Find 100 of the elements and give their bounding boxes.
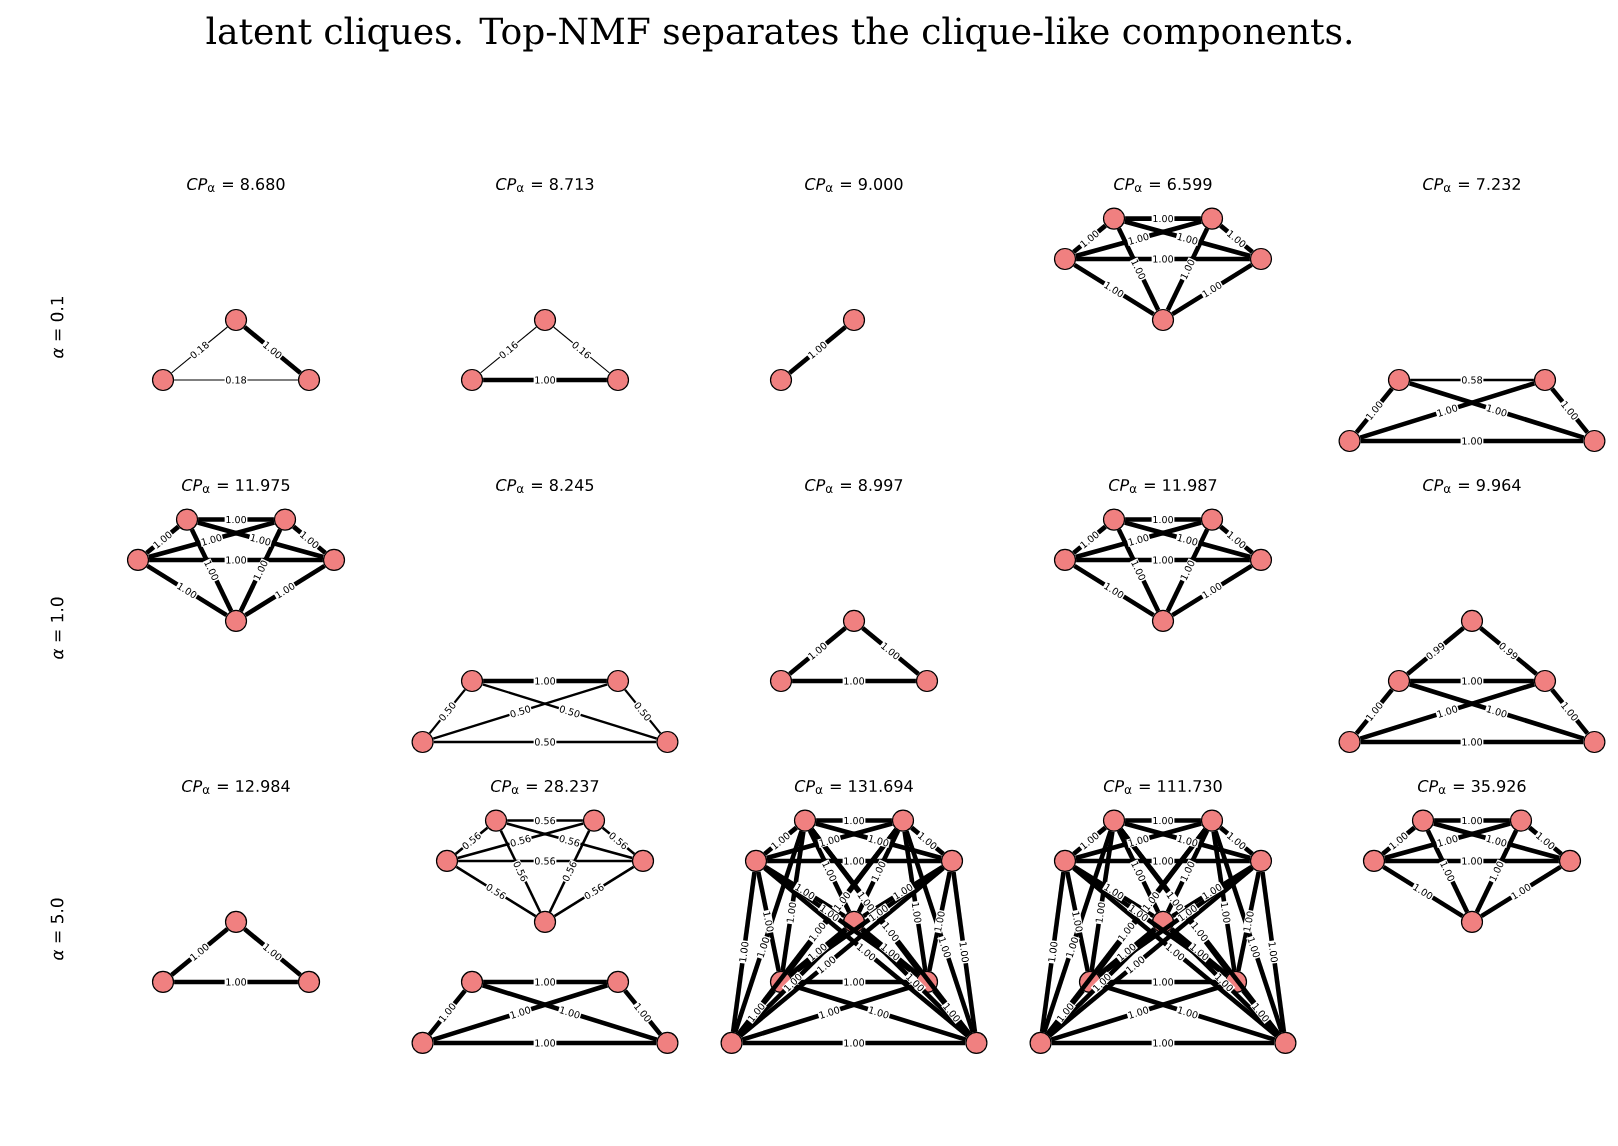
graph-node bbox=[1460, 609, 1484, 633]
graph-node bbox=[1249, 548, 1273, 572]
graph-edge bbox=[427, 989, 467, 1036]
graph-node bbox=[582, 809, 606, 832]
graph-node bbox=[1200, 809, 1224, 832]
panel-title: CP$_{α}$ = 111.730 bbox=[1103, 779, 1222, 794]
graph-node bbox=[297, 970, 321, 994]
graph-node bbox=[940, 849, 964, 873]
graph-edge bbox=[788, 626, 847, 676]
graph-edge bbox=[483, 979, 607, 985]
graph-edge bbox=[1354, 688, 1394, 735]
graph-edge bbox=[1125, 818, 1201, 823]
graph-node bbox=[175, 508, 199, 531]
graph-edge bbox=[455, 865, 537, 918]
graph-edge bbox=[788, 927, 847, 977]
graph-edge bbox=[1550, 387, 1590, 434]
graph-node bbox=[891, 809, 915, 832]
graph-edge bbox=[173, 379, 299, 381]
graph-node bbox=[1200, 508, 1224, 531]
graph-edge bbox=[623, 989, 663, 1036]
graph-edge bbox=[624, 688, 662, 735]
graph-node bbox=[224, 609, 248, 633]
graph-edge bbox=[198, 517, 274, 522]
graph-edge bbox=[816, 818, 892, 823]
graph-edge bbox=[243, 325, 302, 375]
graph-node bbox=[1029, 1031, 1052, 1055]
graph-node bbox=[1387, 368, 1411, 392]
graph-edge bbox=[1165, 528, 1210, 612]
graph-edge bbox=[1089, 831, 1115, 972]
graph-node bbox=[460, 669, 484, 693]
graph-node bbox=[769, 669, 793, 693]
graph-node bbox=[1558, 849, 1582, 873]
graph-edge bbox=[861, 626, 920, 676]
graph-edge bbox=[1171, 563, 1253, 618]
graph-edge bbox=[792, 979, 916, 985]
panel-title: CP$_{α}$ = 9.000 bbox=[805, 177, 903, 192]
graph-edge bbox=[1116, 528, 1161, 612]
graph-edge bbox=[1124, 821, 1251, 861]
graph-edge bbox=[1099, 983, 1276, 1042]
graph-edge bbox=[741, 983, 918, 1042]
graph-edge bbox=[932, 989, 972, 1036]
graph-edge bbox=[499, 830, 542, 913]
graph-edge bbox=[1410, 678, 1534, 684]
graph-edge bbox=[149, 557, 323, 563]
graph-node bbox=[533, 910, 557, 934]
graph-edge bbox=[1073, 563, 1155, 618]
graph-edge bbox=[1474, 829, 1519, 913]
graph-node bbox=[460, 970, 484, 994]
graph-node bbox=[1151, 308, 1175, 332]
graph-edge bbox=[197, 520, 324, 560]
graph-edge bbox=[482, 683, 658, 740]
graph-edge bbox=[1116, 829, 1161, 913]
graph-edge bbox=[1165, 227, 1210, 311]
graph-edge bbox=[1072, 866, 1279, 1038]
panel-title: CP$_{α}$ = 7.232 bbox=[1423, 177, 1520, 192]
graph-edge bbox=[902, 831, 928, 972]
graph-edge bbox=[145, 524, 180, 555]
graph-node bbox=[151, 368, 175, 392]
graph-node bbox=[224, 308, 248, 332]
graph-node bbox=[435, 849, 459, 873]
graph-node bbox=[322, 548, 346, 572]
graph-edge bbox=[1354, 387, 1394, 434]
graph-node bbox=[965, 1031, 988, 1055]
panel-title: CP$_{α}$ = 11.975 bbox=[182, 478, 290, 493]
panel-title: CP$_{α}$ = 131.694 bbox=[794, 779, 913, 794]
graph-edge bbox=[1406, 626, 1465, 676]
graph-edge bbox=[815, 821, 942, 861]
panel-title: CP$_{α}$ = 8.997 bbox=[805, 478, 903, 493]
graph-node bbox=[1362, 849, 1386, 873]
graph-edge bbox=[763, 865, 920, 978]
graph-edge bbox=[1425, 829, 1470, 913]
graph-edge bbox=[481, 983, 658, 1042]
caption: latent cliques. Top-NMF separates the clique-like components. bbox=[206, 16, 1352, 52]
graph-edge bbox=[1260, 871, 1287, 1033]
graph-edge bbox=[433, 740, 657, 744]
graph-edge bbox=[756, 871, 781, 972]
graph-edge bbox=[1097, 865, 1254, 978]
graph-edge bbox=[788, 325, 847, 375]
graph-node bbox=[273, 508, 297, 531]
graph-edge bbox=[170, 927, 229, 977]
graph-edge bbox=[1072, 865, 1229, 978]
graph-node bbox=[1274, 1031, 1297, 1055]
graph-node bbox=[631, 849, 655, 873]
graph-node bbox=[1200, 207, 1224, 230]
graph-edge bbox=[1051, 1040, 1275, 1046]
graph-edge bbox=[1094, 828, 1208, 975]
panel-title: CP$_{α}$ = 8.713 bbox=[496, 177, 594, 192]
graph-node bbox=[460, 368, 484, 392]
graph-node bbox=[915, 669, 939, 693]
graph-edge bbox=[1241, 989, 1281, 1036]
row-label: α = 5.0 bbox=[50, 898, 64, 960]
panel-title: CP$_{α}$ = 9.964 bbox=[1423, 478, 1521, 493]
graph-edge bbox=[860, 928, 971, 1037]
graph-edge bbox=[763, 866, 970, 1038]
graph-node bbox=[842, 910, 866, 934]
graph-edge bbox=[1359, 682, 1536, 741]
row-label: α = 0.1 bbox=[50, 296, 64, 358]
graph-node bbox=[1338, 730, 1361, 754]
graph-edge bbox=[1359, 381, 1536, 440]
graph-node bbox=[1102, 508, 1126, 531]
